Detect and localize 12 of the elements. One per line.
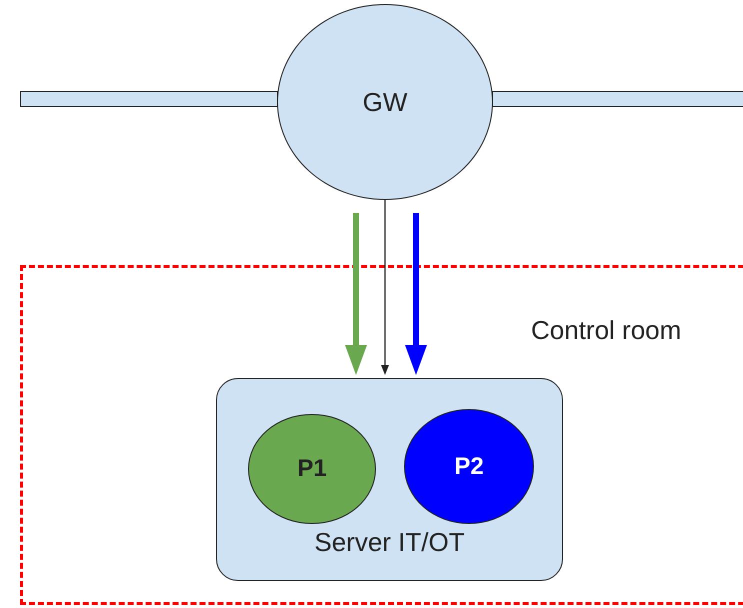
arrow bbox=[405, 213, 427, 375]
dashed-zone bbox=[20, 265, 743, 605]
zone-label: Control room bbox=[531, 315, 682, 346]
node-label: P2 bbox=[454, 452, 484, 480]
server-box bbox=[216, 378, 563, 581]
network-bar bbox=[492, 91, 743, 107]
arrow bbox=[381, 200, 389, 375]
node-label: P1 bbox=[297, 455, 327, 483]
network-bar bbox=[20, 91, 278, 107]
node-label: Server IT/OT bbox=[314, 527, 465, 558]
arrow bbox=[345, 213, 367, 375]
node-label: GW bbox=[362, 86, 408, 118]
